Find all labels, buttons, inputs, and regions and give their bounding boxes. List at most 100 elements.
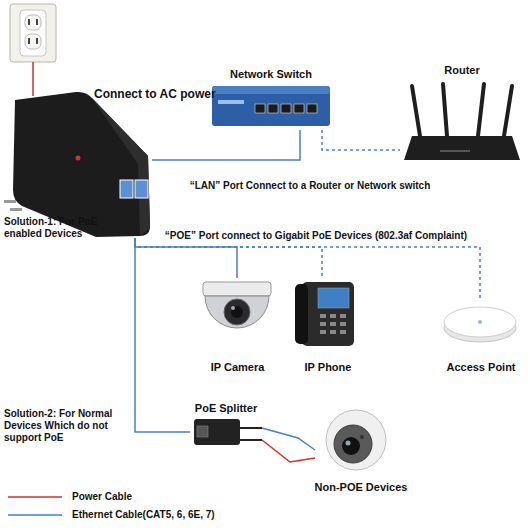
power-cable (32, 62, 34, 96)
router (404, 84, 520, 160)
phone-key (340, 314, 346, 318)
lens-highlight (231, 306, 235, 310)
device-caption: Connect to AC power (94, 88, 216, 101)
phone-key (340, 330, 346, 334)
ethernet-connector (135, 238, 190, 432)
cable-line (135, 238, 237, 278)
wall-outlet (10, 4, 56, 62)
device-caption: Non-POE Devices (305, 481, 417, 494)
switch-port (307, 104, 317, 113)
turret-base (326, 410, 386, 470)
injector-body (13, 92, 150, 237)
access-point: Access Point (438, 298, 524, 374)
phone-screen (318, 288, 349, 308)
phone-key (320, 330, 326, 334)
phone-keypad (320, 314, 346, 334)
lens-highlight (346, 441, 351, 446)
socket-slot (36, 19, 38, 25)
phone-key (330, 330, 336, 334)
cable-line (135, 238, 190, 432)
note-label: “POE” Port connect to Gigabit PoE Device… (146, 230, 486, 242)
note-label: “LAN” Port Connect to a Router or Networ… (160, 180, 460, 192)
ap-top (444, 307, 516, 337)
legend-text: Power Cable (72, 491, 132, 503)
outlet-plate (10, 4, 56, 62)
router-antenna (443, 84, 447, 136)
note-label: Solution-2: For Normal Devices Which do … (4, 408, 136, 444)
ethernet-connector (262, 440, 315, 462)
device-caption: Router (400, 64, 524, 77)
ethernet-connector (135, 238, 237, 278)
socket-slot (36, 38, 38, 44)
splitter-body (194, 419, 240, 445)
switch-body (212, 86, 330, 126)
switch-badge (218, 100, 244, 104)
cable-line (262, 440, 315, 462)
socket-slot (28, 38, 30, 44)
legend-text: Ethernet Cable(CAT5, 6, 6E, 7) (72, 509, 215, 521)
poe-injector (4, 92, 150, 237)
cable-line (322, 130, 400, 150)
switch-port (268, 104, 278, 113)
socket-slot (28, 19, 30, 25)
phone-key (330, 322, 336, 326)
plug-pin (4, 200, 16, 203)
status-led (76, 156, 81, 161)
camera-lens-core (231, 306, 243, 318)
network-switch: Network Switch (205, 68, 337, 130)
ethernet-connector (152, 130, 300, 160)
camera-dome (205, 296, 269, 328)
ip-phone (295, 282, 354, 346)
turret-ball (334, 425, 372, 463)
device-caption: Network Switch (205, 68, 337, 81)
splitter-cable (240, 439, 262, 441)
switch-port (255, 104, 265, 113)
network-switch (212, 86, 330, 126)
ip-camera (203, 282, 271, 328)
socket (25, 34, 41, 49)
injector-side (92, 98, 150, 236)
phone-key (330, 314, 336, 318)
device-caption: Access Point (428, 361, 530, 374)
ethernet-connector (322, 130, 400, 150)
cable-line (135, 238, 322, 278)
poe-splitter: PoE Splitter (190, 400, 262, 448)
router-antenna (504, 86, 512, 136)
turret-lens (342, 437, 360, 455)
access-point (444, 307, 516, 342)
ip-phone: IP Phone (290, 278, 366, 374)
phone-key (320, 314, 326, 318)
ip-camera: IP Camera (195, 278, 280, 374)
poe-splitter (194, 419, 262, 445)
switch-port (294, 104, 304, 113)
ap-led (478, 320, 482, 324)
plug-pin (10, 208, 22, 211)
device-caption: IP Camera (185, 361, 290, 374)
router-led-strip (440, 150, 470, 152)
switch-top (212, 86, 330, 94)
phone-body (302, 282, 354, 346)
socket (25, 15, 41, 30)
ethernet-connector (135, 238, 322, 278)
router: Router (400, 62, 524, 166)
rj45-port (120, 180, 133, 198)
poe-injector: Connect to AC power (8, 88, 152, 238)
phone-key (340, 322, 346, 326)
rj45-port (135, 180, 148, 198)
non-poe-camera (326, 410, 386, 470)
splitter-port (197, 426, 208, 437)
legend-sample-line (8, 514, 62, 516)
non-poe-device: Non-POE Devices (315, 408, 407, 494)
note-label: Solution-1: For PoE enabled Devices (4, 216, 134, 240)
ir-led (360, 435, 364, 439)
outlet-face (20, 10, 46, 56)
cable-line (152, 130, 300, 160)
legend-sample-line (8, 496, 62, 498)
switch-port (281, 104, 291, 113)
camera-lens (224, 299, 250, 325)
router-antenna (412, 86, 420, 136)
router-antenna (478, 84, 484, 136)
splitter-cable (240, 427, 262, 429)
phone-key (320, 322, 326, 326)
